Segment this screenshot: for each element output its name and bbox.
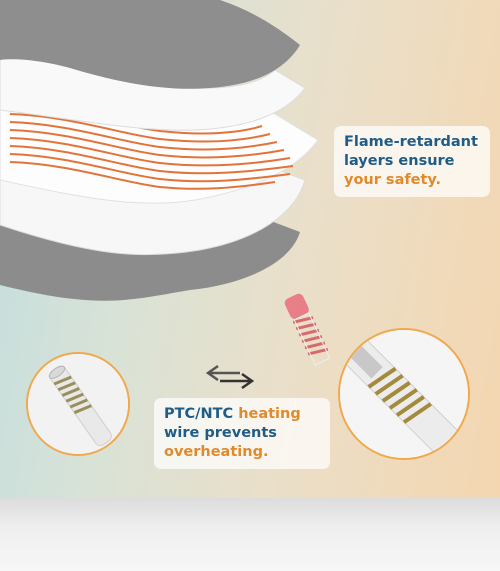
- floor-shadow: [0, 498, 500, 571]
- wire-closeup-left: [26, 352, 130, 456]
- swap-arrows-icon: [205, 364, 255, 390]
- heating-pad-layers: [0, 0, 319, 301]
- heating-wire-callout: PTC/NTC heating wire prevents overheatin…: [154, 398, 330, 469]
- wire-callout-text-2: wire prevents: [164, 425, 277, 441]
- top-grey-layer: [0, 0, 300, 89]
- wire-coil-closeup-icon: [340, 330, 468, 458]
- wire-closeup-right: [338, 328, 470, 460]
- wire-callout-highlight-2: overheating.: [164, 444, 269, 460]
- flame-retardant-callout: Flame-retardant layers ensure your safet…: [334, 126, 490, 197]
- wire-callout-text-1: PTC/NTC: [164, 406, 234, 422]
- flame-callout-highlight: your safety.: [344, 172, 442, 188]
- wire-coil-icon: [28, 354, 128, 454]
- wire-callout-highlight-1: heating: [238, 406, 301, 422]
- wire-tip-icon: [284, 293, 331, 366]
- flame-callout-text: Flame-retardant layers ensure: [344, 134, 478, 169]
